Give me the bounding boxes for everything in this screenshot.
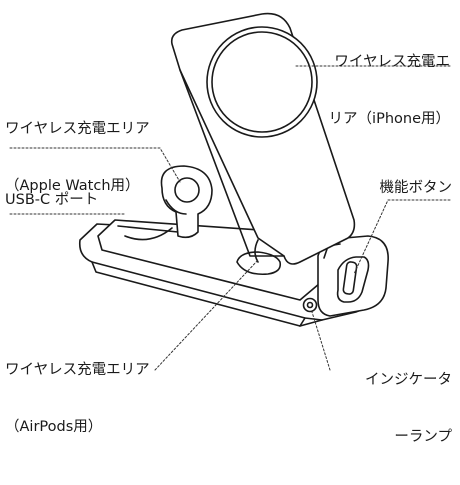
leader-lines — [9, 65, 451, 371]
apple-watch-puck — [160, 165, 213, 239]
callout-line: ーランプ — [394, 429, 452, 445]
callout-function-button: 機能ボタン — [379, 180, 453, 196]
charger-illustration — [9, 12, 451, 371]
callout-line: （Apple Watch用） — [5, 178, 140, 194]
callout-usb-c-port: USB-C ポート — [5, 192, 99, 208]
leader-function-button — [353, 199, 451, 275]
callout-indicator-lamp: インジケータ ーランプ — [365, 333, 452, 485]
leader-airpods — [154, 259, 259, 371]
product-diagram: ワイヤレス充電エ リア（iPhone用） ワイヤレス充電エリア （Apple W… — [5, 12, 453, 445]
iphone-stand — [170, 12, 356, 265]
leader-indicator — [311, 311, 331, 371]
leader-apple-watch — [9, 147, 181, 183]
callout-line: リア（iPhone用） — [328, 111, 450, 127]
callout-line: インジケータ — [365, 372, 452, 388]
indicator-lamp-shape — [302, 297, 318, 313]
callout-line: ワイヤレス充電エリア — [5, 121, 150, 137]
callout-line: ワイヤレス充電エリア — [5, 362, 150, 378]
callout-line: ワイヤレス充電エ — [334, 54, 450, 70]
callout-iphone-charging-area: ワイヤレス充電エ リア（iPhone用） — [329, 15, 450, 167]
callout-apple-watch-charging-area: ワイヤレス充電エリア （Apple Watch用） — [5, 82, 150, 234]
callout-line: （AirPods用） — [5, 419, 103, 435]
function-button-shape — [342, 261, 358, 295]
callout-airpods-charging-area: ワイヤレス充電エリア （AirPods用） — [5, 323, 150, 475]
